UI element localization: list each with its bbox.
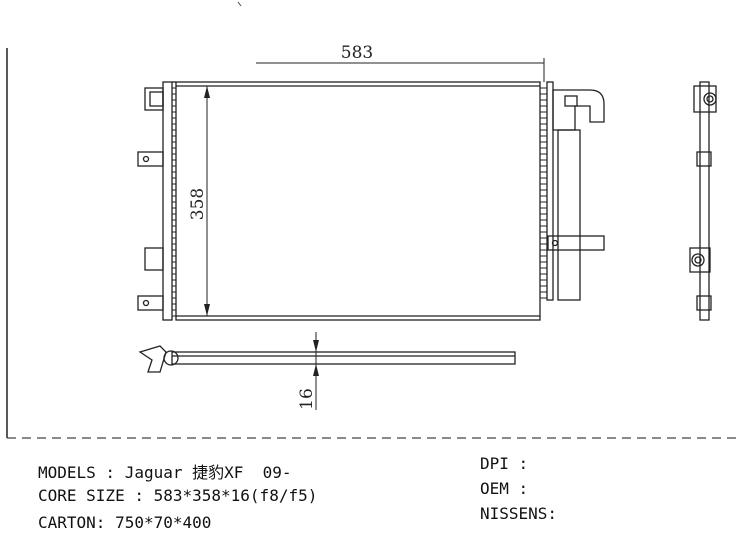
- front-view: [137, 58, 605, 321]
- thickness-dimension: 16: [297, 388, 317, 410]
- carton-line: CARTON: 750*70*400: [38, 513, 212, 532]
- thickness-fitting: [138, 345, 167, 373]
- models-line: MODELS : Jaguar 捷豹XF 09-: [38, 463, 292, 482]
- side-view: [689, 81, 717, 321]
- right-bracket: [547, 235, 605, 251]
- left-bracket-top: [144, 87, 164, 111]
- dpi-line: DPI :: [480, 454, 529, 473]
- side-tank: [699, 81, 710, 321]
- left-tank: [162, 81, 173, 321]
- thickness-outline: [171, 351, 516, 365]
- oem-line: OEM :: [480, 479, 529, 498]
- top-mark: [237, 1, 242, 7]
- left-bracket-4: [137, 295, 164, 311]
- bottom-view: [138, 332, 516, 410]
- core-outline: [175, 81, 541, 321]
- height-dimension: 358: [188, 188, 208, 220]
- fin-ticks-right: [540, 87, 547, 299]
- left-bracket-3: [144, 247, 164, 271]
- width-dimension: 583: [341, 43, 373, 63]
- fin-ticks-left: [172, 87, 176, 317]
- pipe-fitting: [552, 89, 605, 131]
- left-bracket-2: [137, 151, 164, 167]
- receiver-drier: [557, 129, 581, 301]
- right-tank: [546, 81, 554, 301]
- nissens-line: NISSENS:: [480, 504, 558, 523]
- core-size-line: CORE SIZE : 583*358*16(f8/f5): [38, 486, 318, 505]
